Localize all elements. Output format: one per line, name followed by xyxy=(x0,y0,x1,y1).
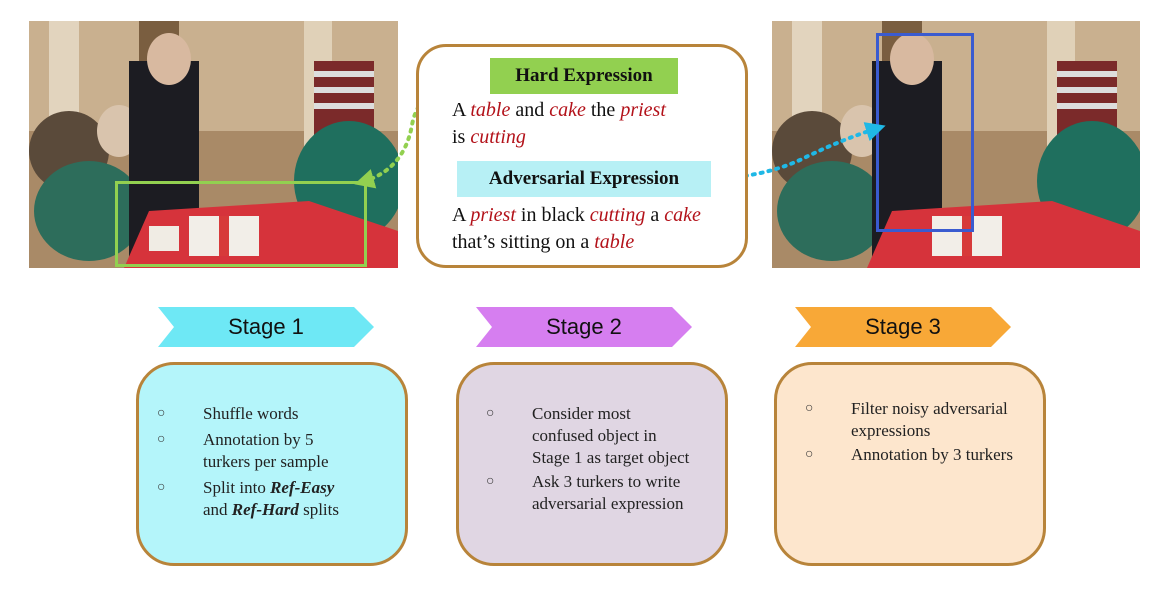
adversarial-expression-label: Adversarial Expression xyxy=(457,161,711,197)
stage-3-arrow: Stage 3 xyxy=(795,307,1011,347)
item-line: and Ref-Hard splits xyxy=(203,499,397,521)
text-run: A xyxy=(452,204,471,226)
list-item: ○ Annotation by 5 turkers per sample xyxy=(157,429,397,473)
left-photo xyxy=(29,21,398,268)
list-item: ○ Shuffle words xyxy=(157,403,397,425)
stage-3-chevron-shape xyxy=(795,307,1011,347)
hard-expression-text: A table and cake the priest is cutting xyxy=(452,97,732,151)
stage-2-box: ○ Consider most confused object in Stage… xyxy=(456,362,728,566)
stage-1-label: Stage 1 xyxy=(228,314,304,339)
keyword: table xyxy=(594,231,635,253)
item-line: Annotation by 5 xyxy=(203,430,314,449)
keyword: priest xyxy=(470,204,516,226)
item-line: Split into Ref-Easy xyxy=(203,477,397,499)
item-line: Consider most xyxy=(532,404,631,423)
stage-2-label: Stage 2 xyxy=(546,314,622,339)
keyword: cake xyxy=(549,99,586,121)
ref-hard-term: Ref-Hard xyxy=(231,500,299,519)
circle-bullet-icon: ○ xyxy=(805,447,814,462)
text-run: that’s sitting on a xyxy=(452,231,595,253)
green-bounding-box xyxy=(115,181,367,267)
circle-bullet-icon: ○ xyxy=(157,480,166,495)
circle-bullet-icon: ○ xyxy=(486,406,495,421)
text-run: is xyxy=(452,126,471,148)
text-run: A xyxy=(452,99,471,121)
hard-expression-label: Hard Expression xyxy=(490,58,678,94)
text-run: and xyxy=(510,99,550,121)
stage-2-arrow: Stage 2 xyxy=(476,307,692,347)
keyword: priest xyxy=(620,99,666,121)
stage-1-chevron-shape xyxy=(158,307,374,347)
stage-1-list: ○ Shuffle words ○ Annotation by 5 turker… xyxy=(157,403,397,521)
item-line: Annotation by 3 turkers xyxy=(851,445,1013,464)
keyword: table xyxy=(470,99,511,121)
circle-bullet-icon: ○ xyxy=(486,474,495,489)
text-run: splits xyxy=(298,500,339,519)
stage-3-box: ○ Filter noisy adversarial expressions ○… xyxy=(774,362,1046,566)
item-line: expressions xyxy=(851,421,931,440)
item-line: Ask 3 turkers to write xyxy=(532,472,681,491)
text-run: and xyxy=(203,500,232,519)
stage-1-arrow: Stage 1 xyxy=(158,307,374,347)
item-line: Filter noisy adversarial xyxy=(851,399,1008,418)
stage-2-list: ○ Consider most confused object in Stage… xyxy=(486,403,726,515)
keyword: cake xyxy=(664,204,701,226)
text-run: Split into xyxy=(203,478,271,497)
list-item: ○ Filter noisy adversarial expressions xyxy=(805,398,1045,442)
stage-3-list: ○ Filter noisy adversarial expressions ○… xyxy=(805,398,1045,466)
list-item: ○ Ask 3 turkers to write adversarial exp… xyxy=(486,471,726,515)
item-line: turkers per sample xyxy=(203,452,329,471)
list-item: ○ Consider most confused object in Stage… xyxy=(486,403,726,469)
keyword: cutting xyxy=(589,204,646,226)
text-run: a xyxy=(645,204,665,226)
keyword: cutting xyxy=(470,126,526,148)
ref-easy-term: Ref-Easy xyxy=(270,478,335,497)
text-run: in black xyxy=(515,204,590,226)
stage-3-label: Stage 3 xyxy=(865,314,941,339)
circle-bullet-icon: ○ xyxy=(157,432,166,447)
stage-2-chevron-shape xyxy=(476,307,692,347)
list-item: ○ Split into Ref-Easy and Ref-Hard split… xyxy=(157,477,397,521)
item-line: Stage 1 as target object xyxy=(532,448,690,467)
item-line: Shuffle words xyxy=(203,404,299,423)
circle-bullet-icon: ○ xyxy=(805,401,814,416)
adversarial-expression-text: A priest in black cutting a cake that’s … xyxy=(452,202,742,256)
item-line: confused object in xyxy=(532,426,657,445)
text-run: the xyxy=(585,99,621,121)
stage-1-box: ○ Shuffle words ○ Annotation by 5 turker… xyxy=(136,362,408,566)
circle-bullet-icon: ○ xyxy=(157,406,166,421)
item-line: adversarial expression xyxy=(532,494,684,513)
list-item: ○ Annotation by 3 turkers xyxy=(805,444,1045,466)
